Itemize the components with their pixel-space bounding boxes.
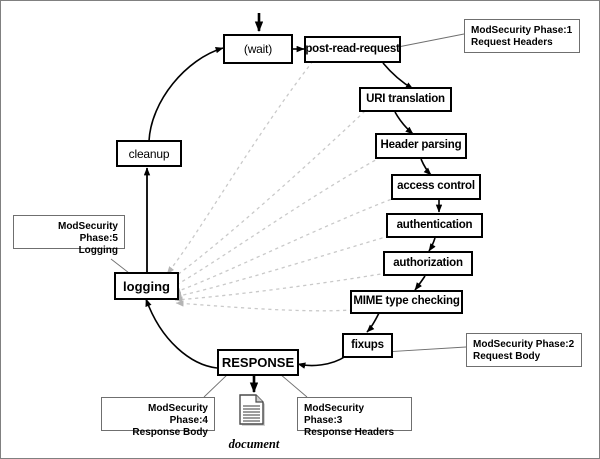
edge-access-control-to-logging [172,196,398,294]
callout-modsecurity-phase-5: ModSecurity Phase:5 Logging [13,215,125,256]
document-node[interactable]: document [223,393,285,452]
node-response-label: RESPONSE [221,355,295,370]
callout-phase2-line1: ModSecurity Phase:2 [473,339,575,350]
callout-phase1-line2: Request Headers [471,37,553,48]
node-header-parsing-label: Header parsing [380,139,462,152]
edge-post-read-request-to-logging [166,60,314,275]
node-logging-label: logging [123,278,170,294]
node-post-read-request[interactable]: post-read-request [304,36,401,63]
edge-response-to-logging [145,298,218,369]
node-post-read-request-label: post-read-request [305,42,400,55]
edge-uri-translation-to-header-parsing [394,111,414,135]
node-authorization[interactable]: authorization [383,251,473,276]
edge-authentication-to-logging [173,235,390,299]
leader-phase1 [397,33,465,48]
node-wait[interactable]: (wait) [223,34,293,64]
callout-modsecurity-phase-3: ModSecurity Phase:3 Response Headers [297,397,412,438]
edge-cleanup-to-wait [148,47,224,142]
flow-edges [143,13,443,393]
node-logging[interactable]: logging [114,272,179,300]
edge-authentication-to-authorization [428,237,436,252]
node-wait-label: (wait) [243,42,273,56]
edge-mime-type-checking-to-logging [175,300,354,312]
edge-fixups-to-response [297,355,347,369]
callout-phase5-line1: ModSecurity Phase:5 [57,221,118,244]
callout-phase3-line1: ModSecurity Phase:3 [304,403,365,426]
callout-modsecurity-phase-2: ModSecurity Phase:2 Request Body [466,333,582,367]
node-cleanup[interactable]: cleanup [116,140,182,167]
edge-authorization-to-mime-type-checking [414,275,426,291]
node-mime-type-checking[interactable]: MIME type checking [350,290,463,314]
callout-modsecurity-phase-1: ModSecurity Phase:1 Request Headers [464,19,580,53]
edge-mime-type-checking-to-fixups [366,312,380,333]
document-page-icon [239,394,265,426]
edge-header-parsing-to-logging [170,156,382,289]
node-fixups[interactable]: fixups [342,333,393,358]
callout-phase1-line1: ModSecurity Phase:1 [471,25,573,36]
leader-phase5 [110,258,130,274]
node-response[interactable]: RESPONSE [217,349,299,376]
node-uri-translation[interactable]: URI translation [359,87,452,112]
node-header-parsing[interactable]: Header parsing [375,133,467,159]
edge-header-parsing-to-access-control [420,158,432,176]
node-authentication[interactable]: authentication [386,213,483,238]
node-authorization-label: authorization [393,256,463,269]
node-uri-translation-label: URI translation [366,92,445,105]
callout-modsecurity-phase-4: ModSecurity Phase:4 Response Body [101,397,215,438]
callout-phase4-line1: ModSecurity Phase:4 [147,403,208,426]
edge-uri-translation-to-logging [168,110,366,282]
callout-phase3-line2: Response Headers [304,427,395,438]
node-fixups-label: fixups [351,338,384,351]
node-access-control[interactable]: access control [391,174,481,200]
callout-phase4-line2: Response Body [132,427,208,438]
node-mime-type-checking-label: MIME type checking [353,295,460,308]
document-label: document [228,437,280,451]
node-access-control-label: access control [397,180,475,193]
callout-phase5-line2: Logging [78,245,118,256]
edge-post-read-request-to-uri-translation [382,62,414,90]
node-cleanup-label: cleanup [128,146,170,161]
node-authentication-label: authentication [396,218,473,231]
callout-phase2-line2: Request Body [473,351,541,362]
